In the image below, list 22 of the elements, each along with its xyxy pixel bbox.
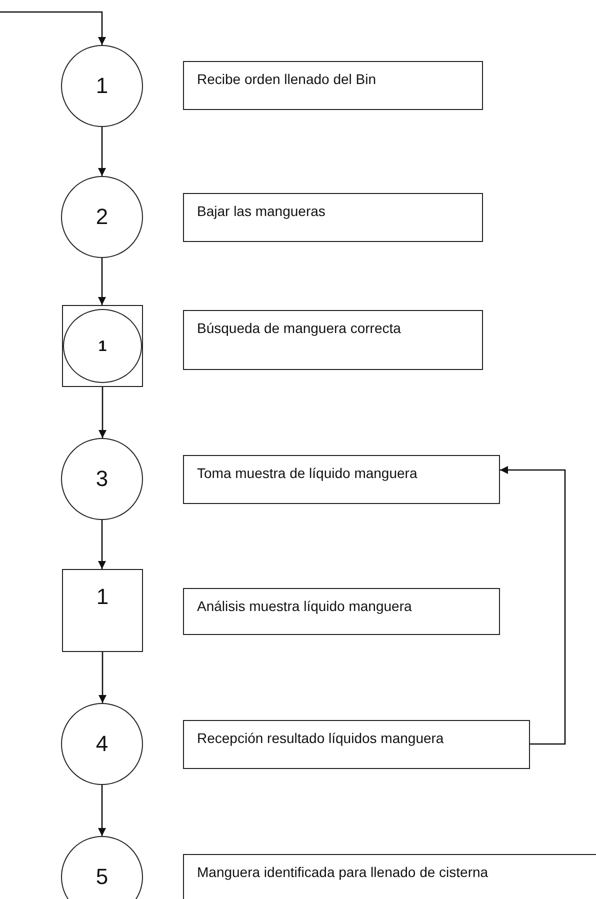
step-description-box: Toma muestra de líquido manguera — [183, 455, 500, 504]
arrow — [0, 11, 106, 45]
operation-circle: 2 — [61, 176, 143, 258]
arrow — [98, 652, 106, 703]
operation-circle: 1 — [61, 45, 143, 127]
step-description-box: Bajar las mangueras — [183, 193, 483, 242]
step-description-box: Recibe orden llenado del Bin — [183, 61, 483, 110]
arrow — [98, 127, 106, 176]
step-description-box: Análisis muestra líquido manguera — [183, 588, 500, 635]
operation-circle: 1 — [63, 309, 142, 383]
operation-circle: 4 — [61, 703, 143, 785]
operation-circle: 3 — [61, 438, 143, 520]
operation-circle: 5 — [61, 836, 143, 899]
arrow — [98, 258, 106, 305]
arrow — [98, 785, 106, 836]
step-description-box: Búsqueda de manguera correcta — [183, 310, 483, 370]
arrow — [500, 466, 566, 745]
arrow — [98, 520, 106, 569]
arrow — [98, 387, 106, 438]
step-description-box: Manguera identificada para llenado de cisterna — [183, 854, 596, 899]
step-description-box: Recepción resultado líquidos manguera — [183, 720, 530, 769]
inspection-square: 1 — [62, 569, 143, 652]
